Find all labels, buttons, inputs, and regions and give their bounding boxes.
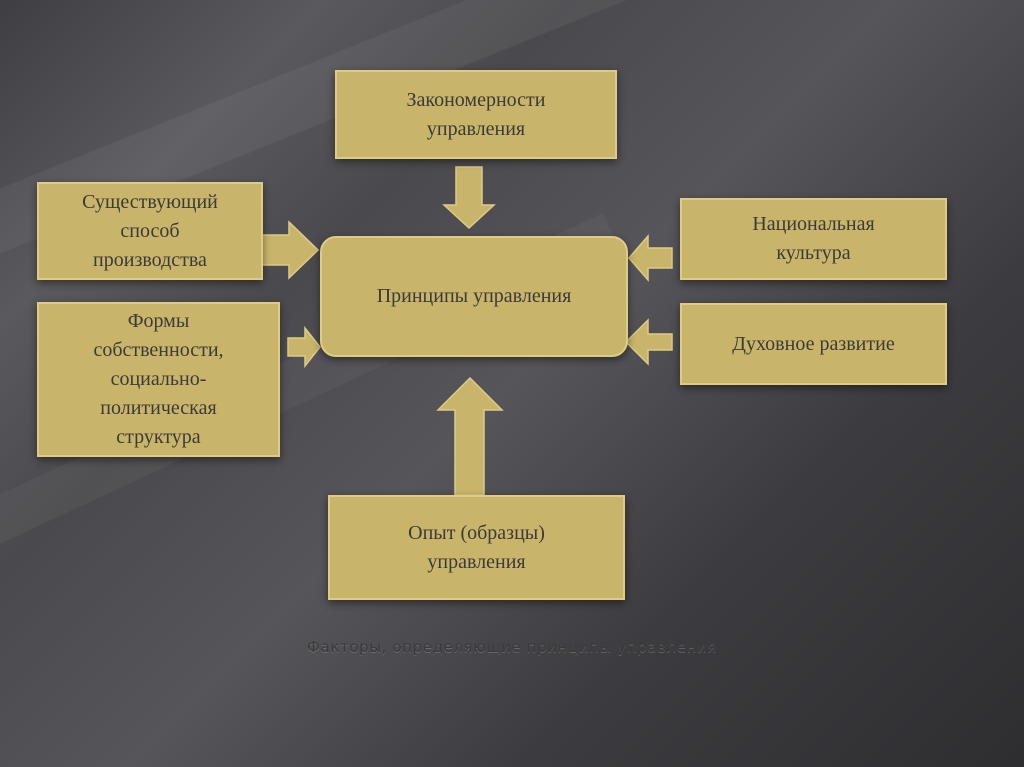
- left-bottom-factor-label: Формы собственности, социально- политиче…: [93, 310, 224, 448]
- right-bottom-factor-box: Духовное развитие: [680, 303, 947, 385]
- top-factor-box: Закономерности управления: [335, 70, 617, 159]
- left-bottom-factor-box: Формы собственности, социально- политиче…: [37, 302, 280, 457]
- slide-caption: Факторы, определяющие принципы управлени…: [307, 638, 717, 656]
- arrow-left-from-right-bottom: [624, 318, 673, 366]
- left-top-factor-label: Существующий способ производства: [82, 190, 218, 271]
- arrow-left-from-right-top: [628, 233, 673, 283]
- bottom-factor-box: Опыт (образцы) управления: [328, 495, 625, 600]
- left-top-factor-box: Существующий способ производства: [37, 182, 263, 280]
- arrow-right-from-left-bottom: [287, 325, 321, 369]
- right-bottom-factor-label: Духовное развитие: [732, 332, 895, 355]
- bottom-factor-label: Опыт (образцы) управления: [408, 521, 545, 573]
- right-top-factor-box: Национальная культура: [680, 198, 947, 280]
- center-principles-box: Принципы управления: [320, 236, 628, 357]
- center-principles-label: Принципы управления: [376, 285, 572, 307]
- top-factor-label: Закономерности управления: [406, 88, 546, 140]
- arrow-up-from-bottom: [436, 376, 504, 496]
- arrow-right-from-left-top: [256, 220, 320, 280]
- right-top-factor-label: Национальная культура: [752, 213, 875, 264]
- arrow-down-from-top: [442, 166, 496, 230]
